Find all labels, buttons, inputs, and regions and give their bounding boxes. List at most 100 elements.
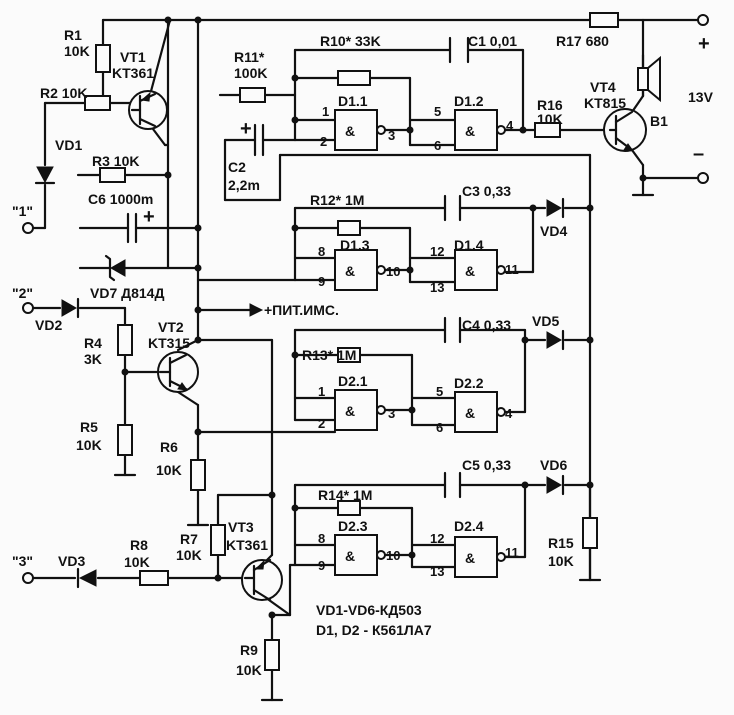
pin-4-d2: 4: [505, 406, 513, 421]
diode-vd4: [546, 197, 565, 219]
label-r7: R7: [180, 531, 198, 547]
gate-d2-3: [334, 534, 386, 576]
label-r8: R8: [130, 537, 148, 553]
resistor-r7: [210, 524, 226, 556]
transistor-vt2: [157, 351, 199, 393]
pin-9-d1: 9: [318, 274, 325, 289]
label-b1: B1: [650, 113, 668, 129]
label-vd5: VD5: [532, 313, 559, 329]
amp-d1-4: &: [465, 263, 475, 279]
pin-12-d1: 12: [430, 244, 444, 259]
label-vd7: VD7 Д814Д: [90, 285, 164, 301]
input-3-terminal: [22, 572, 34, 584]
gate-d1-3: [334, 249, 386, 291]
pin-6-d2: 6: [436, 420, 443, 435]
label-vd3: VD3: [58, 553, 85, 569]
resistor-r6: [190, 459, 206, 491]
label-vt2-type: KT315: [148, 335, 190, 351]
amp-d2-4: &: [465, 550, 475, 566]
resistor-r9: [264, 639, 280, 671]
label-r10: R10* 33K: [320, 33, 381, 49]
label-vt4-type: KT815: [584, 95, 626, 111]
resistor-r5: [117, 424, 133, 456]
resistor-r13: [337, 347, 361, 363]
label-pit: +ПИТ.ИМС.: [264, 302, 339, 318]
resistor-r10: [337, 70, 371, 86]
label-plus: +: [698, 33, 710, 55]
label-d1-2: D1.2: [454, 93, 484, 109]
label-r2: R2 10K: [40, 85, 87, 101]
label-r14: R14* 1M: [318, 487, 372, 503]
label-r12: R12* 1M: [310, 192, 364, 208]
pin-5-d1: 5: [434, 104, 441, 119]
label-c2: C2: [228, 159, 246, 175]
label-13v: 13V: [688, 89, 714, 105]
amp-d2-2: &: [465, 405, 475, 421]
label-r15-value: 10K: [548, 553, 574, 569]
resistor-r4: [117, 324, 133, 356]
label-vt3-type: KT361: [226, 537, 268, 553]
label-c6: C6 1000m: [88, 191, 153, 207]
resistor-r8: [139, 570, 169, 586]
capacitor-c3: [443, 194, 462, 222]
label-r9-value: 10K: [236, 662, 262, 678]
label-c3: C3 0,33: [462, 183, 511, 199]
resistor-r1: [95, 44, 111, 73]
label-vt2: VT2: [158, 319, 184, 335]
label-r11: R11*: [234, 49, 265, 65]
transistor-vt1: [128, 90, 168, 130]
gate-text: & & & & & & & & 1 2 3 5 6 4 8 9 10 12 13…: [318, 104, 519, 579]
amp-d1-3: &: [345, 263, 355, 279]
capacitor-c5: [443, 471, 462, 499]
label-vt3: VT3: [228, 519, 254, 535]
nand-gates: [334, 109, 506, 578]
label-vt4: VT4: [590, 79, 616, 95]
label-vd1: VD1: [55, 137, 82, 153]
labels: R1 10K VT1 KT361 R2 10K VD1 R3 10K C6 10…: [12, 27, 714, 678]
label-vd2: VD2: [35, 317, 62, 333]
pin-11-d1: 11: [505, 262, 519, 277]
gate-d2-4: [454, 536, 506, 578]
diode-vd3: [76, 567, 97, 589]
label-r11-value: 100K: [234, 65, 267, 81]
resistor-r14: [337, 500, 361, 516]
label-r16: R16: [537, 97, 563, 113]
label-r1-value: 10K: [64, 43, 90, 59]
label-r13: R13* 1M: [302, 347, 356, 363]
label-d2-4: D2.4: [454, 518, 484, 534]
terminals: [22, 14, 709, 584]
label-input-2: "2": [12, 285, 33, 301]
pin-13-d2: 13: [430, 564, 444, 579]
capacitor-c1: [448, 36, 470, 64]
pin-5-d2: 5: [436, 384, 443, 399]
capacitors: [126, 36, 470, 499]
input-2-terminal: [22, 302, 34, 314]
pin-10-d1: 10: [386, 264, 400, 279]
capacitor-c2: [253, 123, 265, 157]
minus-terminal: [697, 172, 709, 184]
pin-9-d2: 9: [318, 558, 325, 573]
label-vt1: VT1: [120, 49, 146, 65]
power-arrow-icon: [249, 303, 264, 317]
plus-terminal: [697, 14, 709, 26]
label-c5: C5 0,33: [462, 457, 511, 473]
speaker-b1: [637, 55, 661, 103]
gate-d2-1: [334, 389, 386, 431]
resistor-r12: [337, 220, 361, 236]
gate-d1-4: [454, 249, 506, 291]
label-r15: R15: [548, 535, 574, 551]
label-c6-plus: +: [143, 206, 155, 228]
pin-3-d1: 3: [388, 128, 395, 143]
pin-6-d1: 6: [434, 138, 441, 153]
label-vd6: VD6: [540, 457, 567, 473]
label-vd4: VD4: [540, 223, 567, 239]
label-r6: R6: [160, 439, 178, 455]
label-minus: –: [693, 143, 704, 165]
transistor-vt3: [241, 558, 283, 602]
pin-2-d1: 2: [320, 134, 327, 149]
diode-vd6: [546, 474, 565, 496]
resistor-r17: [589, 12, 619, 28]
label-r4: R4: [84, 335, 102, 351]
label-r3: R3 10K: [92, 153, 139, 169]
